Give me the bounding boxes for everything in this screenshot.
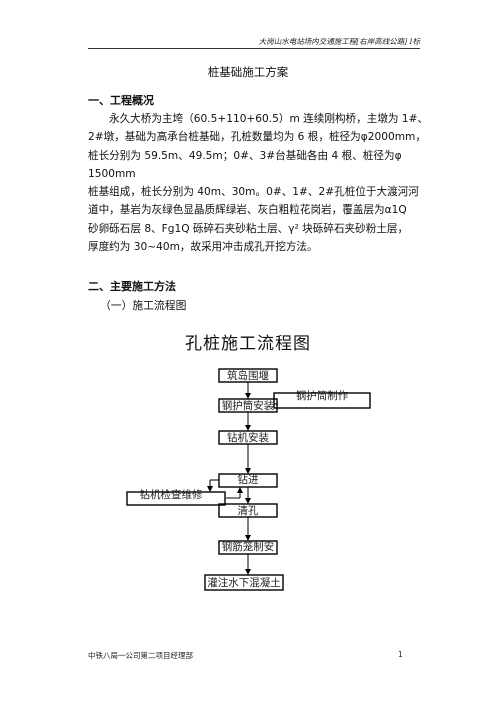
step-label: 钻机安装: [227, 431, 269, 444]
body-line: 1500mm: [88, 167, 136, 180]
body-line: 桩长分别为 59.5m、49.5m；0#、3#台基础各由 4 根、桩径为φ: [88, 149, 402, 162]
step-label: 筑岛围堰: [227, 369, 269, 382]
body-line: 桩基组成，桩长分别为 40m、30m。0#、1#、2#孔桩位于大渡河河: [88, 186, 419, 199]
body-line: 厚度约为 30~40m，故采用冲击成孔开挖方法。: [88, 241, 318, 254]
section-1-heading: 一、工程概况: [88, 94, 154, 107]
flowchart-title: 孔桩施工流程图: [185, 334, 311, 354]
step-label: 钻机检查维修: [140, 488, 203, 501]
body-line: 2#墩，基础为高承台桩基础，孔桩数量均为 6 根，桩径为φ2000mm，: [88, 131, 426, 144]
body-line: 道中，基岩为灰绿色显晶质辉绿岩、灰白粗粒花岗岩，覆盖层为α1Q: [88, 204, 407, 217]
footer-left: 中铁八局一公司第二项目经理部: [88, 651, 193, 660]
page-header: 大岗山水电站场内交通施工程[右岸高线公路] Ⅰ标: [88, 36, 420, 49]
step-box-rig-maintenance: [126, 491, 226, 506]
body-line: 永久大桥为主垮（60.5+110+60.5）m 连续刚构桥，主墩为 1#、: [109, 113, 429, 125]
body-line: 砂卵砾石层 8、Fg1Q 砾碎石夹砂粘土层、γ² 块砾碎石夹砂粉土层，: [88, 222, 409, 235]
page-number: 1: [398, 650, 403, 659]
step-label: 钢筋笼制安: [222, 540, 275, 553]
step-label: 钢护筒安装: [222, 399, 275, 412]
step-label: 钢护筒制作: [296, 389, 349, 402]
header-text: 大岗山水电站场内交通施工程[右岸高线公路] Ⅰ标: [258, 37, 420, 46]
document-title: 桩基础施工方案: [207, 65, 289, 79]
flowchart-connectors: [207, 382, 278, 575]
step-label: 钻进: [238, 473, 259, 486]
step-label: 灌注水下混凝土: [207, 576, 281, 589]
section-2-subheading: （一）施工流程图: [100, 299, 187, 312]
section-1-body: 永久大桥为主垮（60.5+110+60.5）m 连续刚构桥，主墩为 1#、 2#…: [88, 110, 429, 256]
step-label: 清孔: [238, 504, 259, 517]
step-box-casing-fabrication: [273, 392, 371, 409]
step-box-concrete-pouring: [204, 574, 284, 591]
section-2-heading: 二、主要施工方法: [88, 280, 176, 293]
